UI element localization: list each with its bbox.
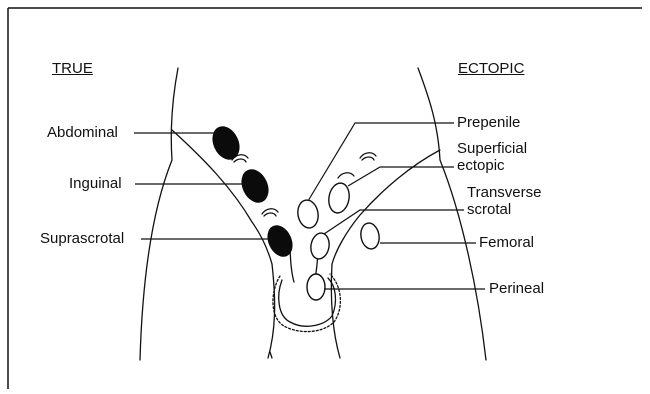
- perineal-testis: [307, 274, 325, 300]
- label-ectopic: ectopic: [457, 158, 505, 174]
- label-prepenile: Prepenile: [457, 115, 520, 131]
- inguinal-testis: [237, 166, 273, 207]
- prepenile-testis: [296, 198, 321, 229]
- leader-prepenile: [308, 123, 454, 201]
- label-abdominal: Abdominal: [47, 125, 118, 141]
- label-scrotal: scrotal: [467, 202, 511, 218]
- femoral-testis: [359, 222, 381, 251]
- label-perineal: Perineal: [489, 281, 544, 297]
- abdominal-testis: [208, 123, 244, 164]
- superficial-ectopic-testis: [327, 181, 352, 214]
- true-header: TRUE: [52, 61, 93, 77]
- label-superficial: Superficial: [457, 141, 527, 157]
- leader-transverse-scrotal: [324, 210, 464, 234]
- label-suprascrotal: Suprascrotal: [40, 231, 124, 247]
- ectopic-header: ECTOPIC: [458, 61, 524, 77]
- label-transverse: Transverse: [467, 185, 541, 201]
- label-inguinal: Inguinal: [69, 176, 122, 192]
- transverse-scrotal-testis: [309, 232, 331, 261]
- label-femoral: Femoral: [479, 235, 534, 251]
